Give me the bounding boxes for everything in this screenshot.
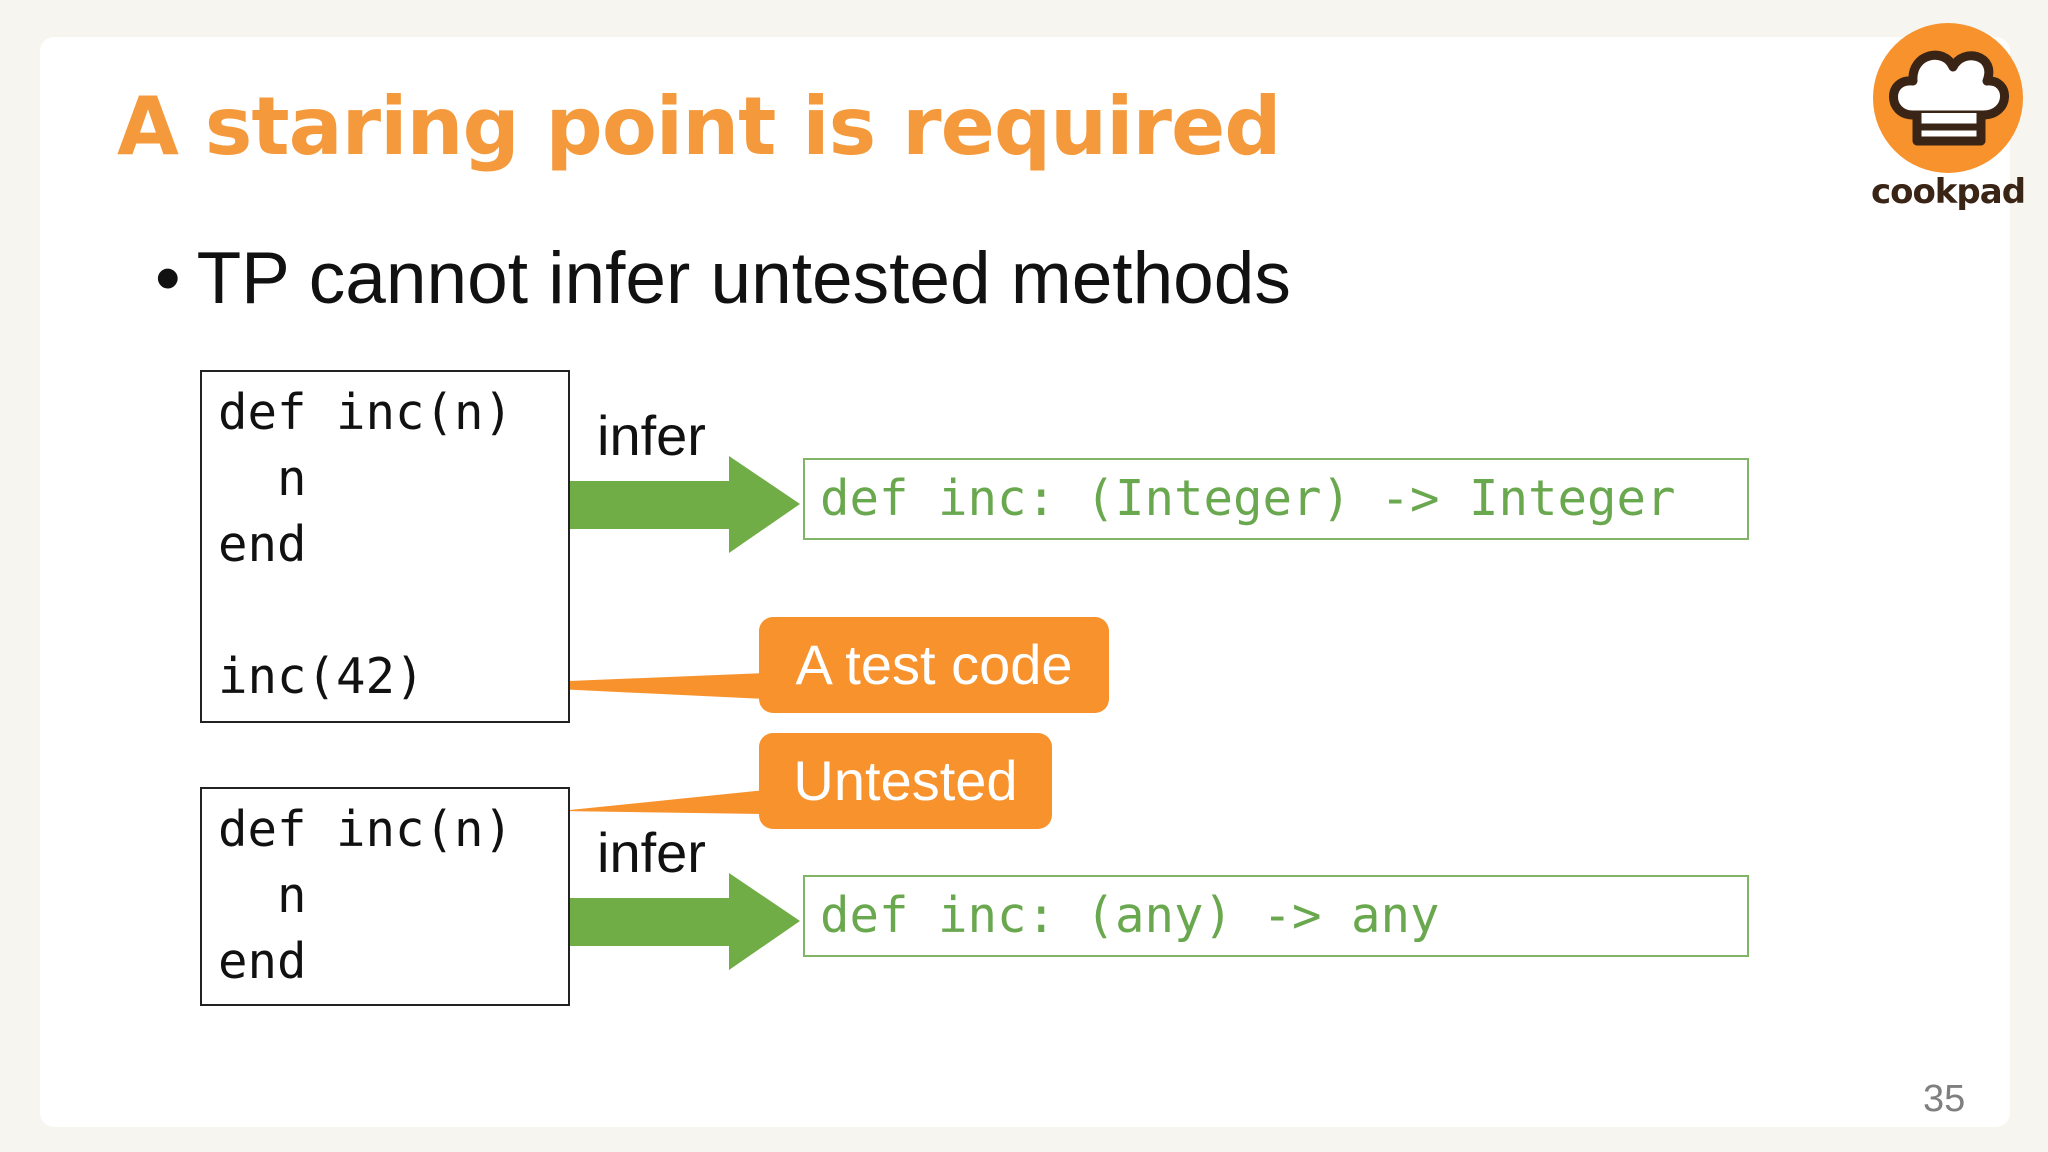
inferred-signature: def inc: (Integer) -> Integer xyxy=(820,470,1676,527)
inferred-signature-box: def inc: (any) -> any xyxy=(803,875,1749,957)
bullet-point: •TP cannot infer untested methods xyxy=(155,237,1291,320)
inferred-signature-box: def inc: (Integer) -> Integer xyxy=(803,458,1749,540)
infer-arrow-2 xyxy=(536,873,800,970)
bullet-text: TP cannot infer untested methods xyxy=(196,238,1291,319)
cookpad-logo xyxy=(1873,23,2023,173)
chef-hat-icon xyxy=(1889,50,2009,146)
callout-pointer-test-code xyxy=(473,673,765,699)
code-line: end xyxy=(218,933,307,990)
logo-text: cookpad xyxy=(1870,172,2026,212)
code-line: n xyxy=(218,450,307,507)
inferred-signature: def inc: (any) -> any xyxy=(820,887,1440,944)
code-line: n xyxy=(218,867,307,924)
infer-arrow-1 xyxy=(536,456,800,553)
code-line: end xyxy=(218,516,307,573)
code-line: def inc(n) xyxy=(218,384,514,441)
code-box-untested: def inc(n) n end xyxy=(200,787,570,1006)
bullet-dot: • xyxy=(155,238,181,319)
page-number: 35 xyxy=(1923,1078,1966,1120)
infer-label: infer xyxy=(597,821,706,884)
callout-pointer-untested xyxy=(560,790,765,814)
code-box-tested: def inc(n) n end inc(42) xyxy=(200,370,570,723)
slide-title: A staring point is required xyxy=(117,80,1281,173)
code-line: inc(42) xyxy=(218,648,425,705)
callout-test-code: A test code xyxy=(759,617,1109,713)
code-line: def inc(n) xyxy=(218,801,514,858)
infer-label: infer xyxy=(597,404,706,467)
callout-untested: Untested xyxy=(759,733,1052,829)
